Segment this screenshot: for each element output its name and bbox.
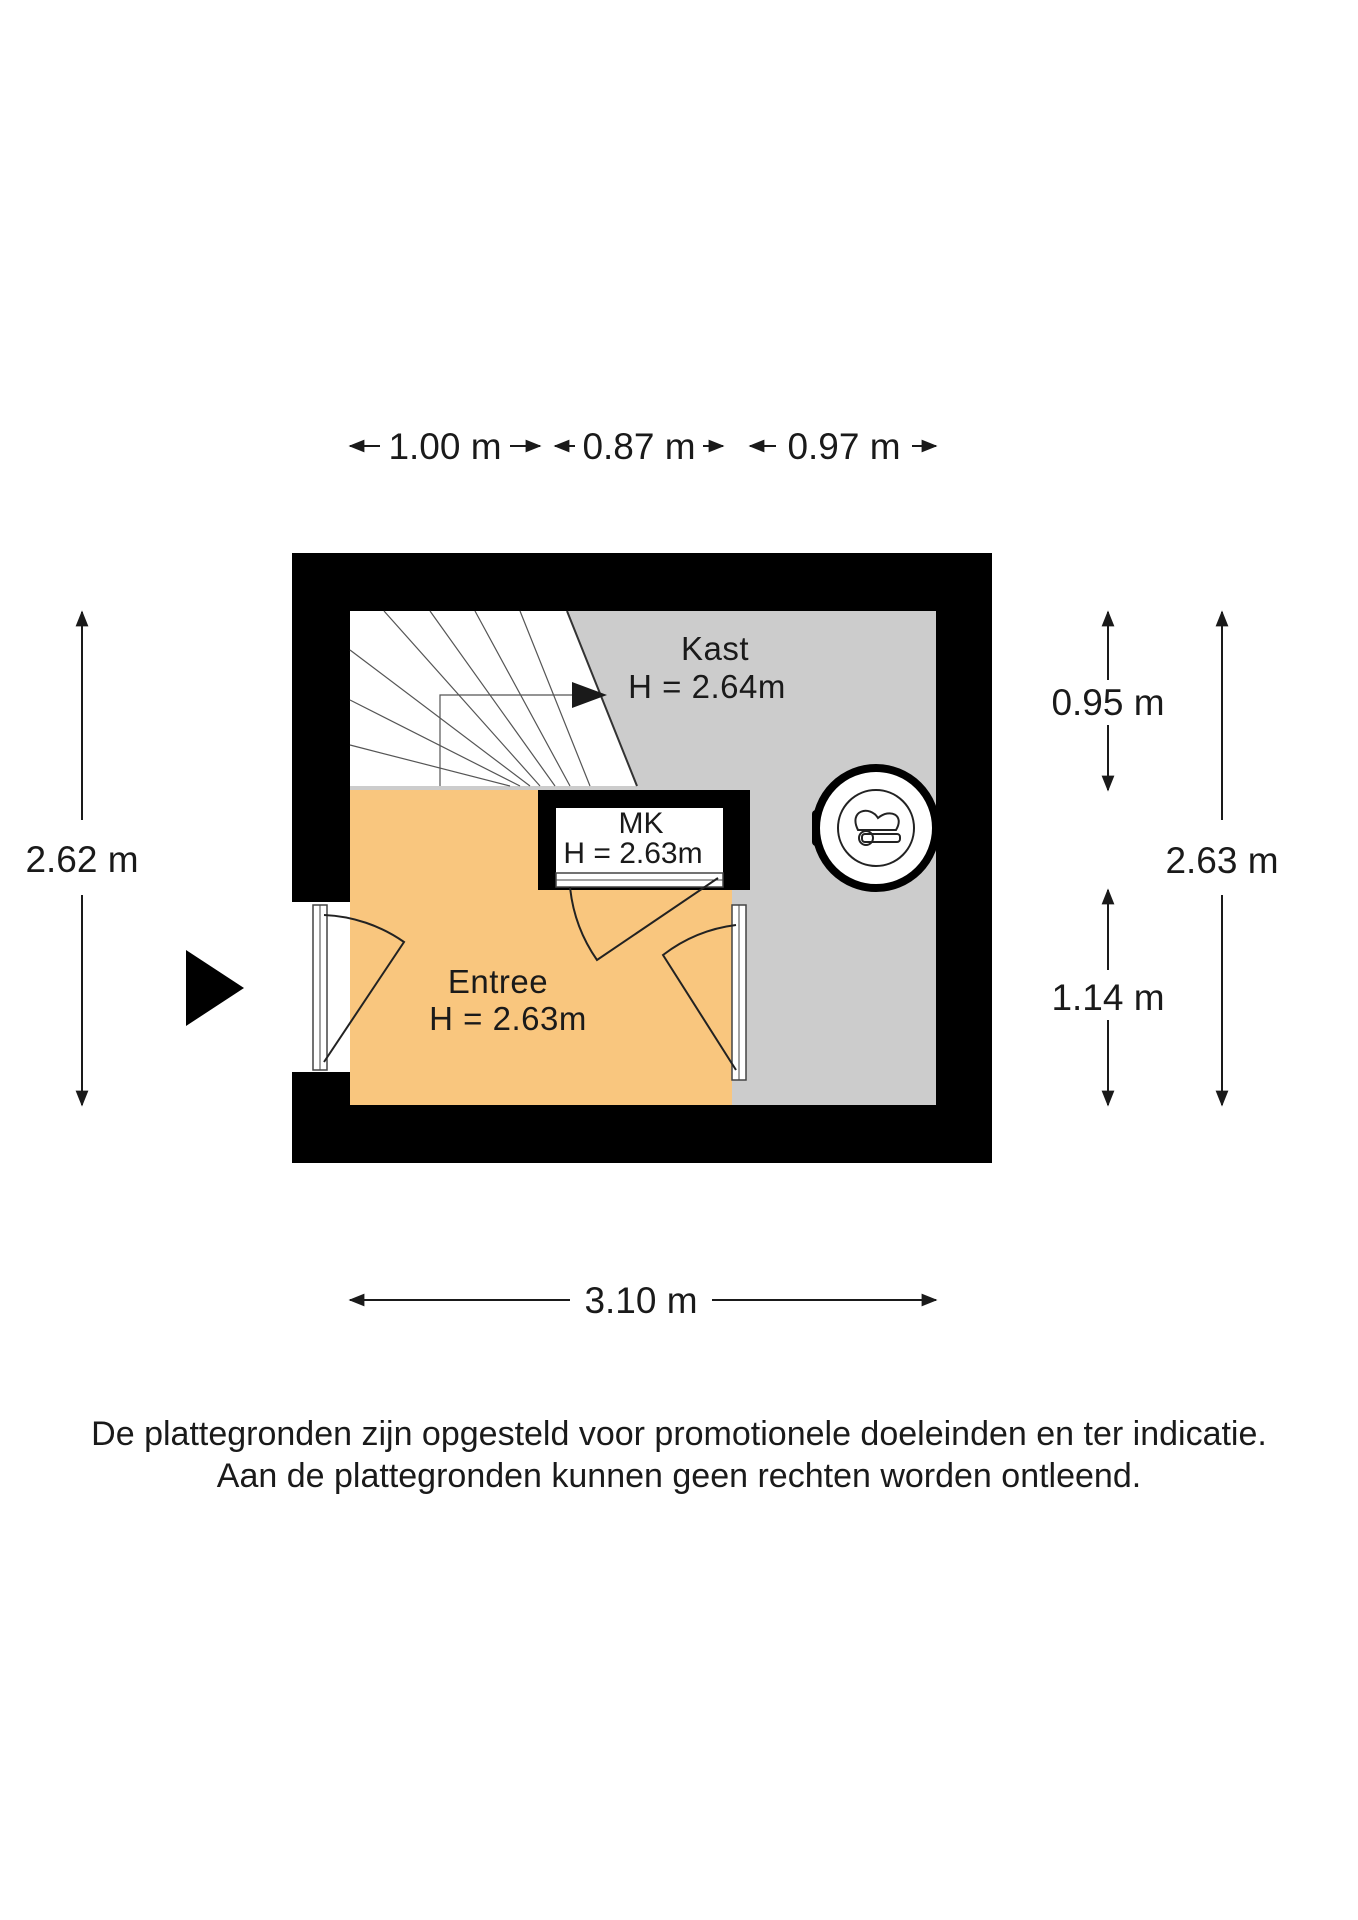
entree-height: H = 2.63m	[429, 1000, 587, 1037]
stair-area	[350, 611, 637, 786]
boiler-icon	[812, 764, 940, 892]
svg-text:2.63 m: 2.63 m	[1165, 840, 1278, 881]
front-door-swing	[323, 914, 406, 1063]
entree-name: Entree	[448, 963, 548, 1000]
disclaimer-line-1: De plattegronden zijn opgesteld voor pro…	[91, 1415, 1267, 1453]
svg-text:3.10 m: 3.10 m	[584, 1280, 697, 1321]
mk-height: H = 2.63m	[563, 837, 702, 870]
entree-room	[350, 790, 732, 1105]
left-dimension: 2.62 m	[25, 610, 139, 1107]
right-lower-dimension: 1.14 m	[1051, 888, 1165, 1107]
entrance-arrow-icon	[186, 950, 244, 1026]
top-dimension-3: 0.97 m	[748, 426, 938, 467]
disclaimer: De plattegronden zijn opgesteld voor pro…	[0, 1413, 1358, 1497]
top-dimension-2: 0.87 m	[553, 426, 725, 467]
svg-text:0.97 m: 0.97 m	[787, 426, 900, 467]
svg-text:0.87 m: 0.87 m	[582, 426, 695, 467]
stair-lines	[349, 610, 591, 787]
kast-door-swing	[661, 924, 737, 1071]
svg-text:1.14 m: 1.14 m	[1051, 977, 1164, 1018]
top-dimension-1: 1.00 m	[348, 426, 542, 467]
disclaimer-line-2: Aan de plattegronden kunnen geen rechten…	[216, 1457, 1142, 1495]
svg-text:0.95 m: 0.95 m	[1051, 682, 1164, 723]
mk-name: MK	[619, 807, 664, 840]
stair-edge	[566, 610, 638, 787]
right-outer-dimension: 2.63 m	[1165, 610, 1279, 1107]
kast-name: Kast	[681, 630, 749, 667]
stair-direction-arrow-icon	[572, 682, 607, 708]
mk-room	[556, 808, 723, 873]
mk-door-swing	[569, 877, 719, 962]
svg-text:1.00 m: 1.00 m	[388, 426, 501, 467]
kast-height: H = 2.64m	[628, 668, 786, 705]
svg-text:2.62 m: 2.62 m	[25, 839, 138, 880]
bottom-dimension: 3.10 m	[348, 1280, 938, 1321]
right-upper-dimension: 0.95 m	[1051, 610, 1165, 792]
